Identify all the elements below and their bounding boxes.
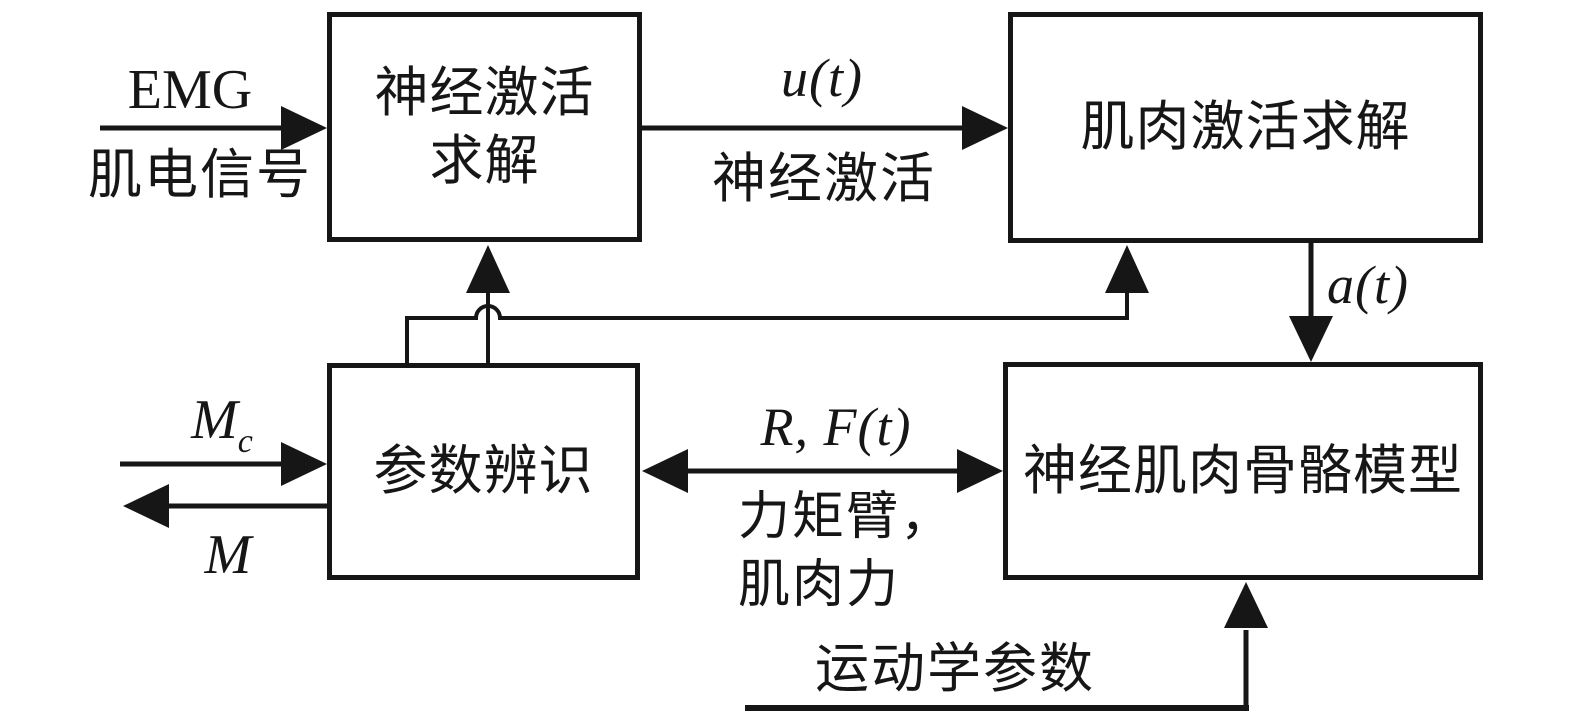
box-neural-activation-solver-label: 神经激活 求解 <box>374 62 595 191</box>
mc-symbol-subscript: c <box>237 423 253 460</box>
mc-symbol-label: Mc <box>191 385 253 464</box>
ut-symbol-label: u(t) <box>781 48 863 108</box>
emg-arrowhead <box>281 106 327 150</box>
at-symbol-label: a(t) <box>1327 255 1409 315</box>
m-symbol-label: M <box>204 524 252 586</box>
box-neuromusculoskeletal-model-label: 神经肌肉骨骼模型 <box>1023 440 1463 501</box>
feedback-muscle-shaft <box>405 291 1129 363</box>
feedback-neural-arrowhead <box>466 245 510 293</box>
rf-right-arrowhead <box>957 449 1003 493</box>
feedback-muscle-arrowhead <box>1105 245 1149 293</box>
mc-symbol-main: M <box>191 389 238 451</box>
rf-caption-label: 力矩臂， 肌肉力 <box>738 489 955 614</box>
emg-caption-label: 肌电信号 <box>88 145 312 205</box>
at-arrowhead <box>1289 316 1333 362</box>
box-neuromusculoskeletal-model: 神经肌肉骨骼模型 <box>1003 362 1483 580</box>
rf-symbol-label: R, F(t) <box>760 397 912 457</box>
mc-arrowhead <box>281 442 327 486</box>
m-arrowhead <box>123 484 169 528</box>
box-parameter-identification-label: 参数辨识 <box>373 441 594 502</box>
kinematics-caption-label: 运动学参数 <box>815 639 1095 699</box>
box-neural-activation-solver: 神经激活 求解 <box>327 12 642 242</box>
rf-left-arrowhead <box>642 449 688 493</box>
box-muscle-activation-solver: 肌肉激活求解 <box>1008 12 1483 243</box>
ut-arrowhead <box>962 106 1008 150</box>
box-muscle-activation-solver-label: 肌肉激活求解 <box>1080 97 1411 158</box>
kinematics-arrowhead <box>1224 582 1268 628</box>
emg-symbol-label: EMG <box>127 59 253 121</box>
box-parameter-identification: 参数辨识 <box>327 363 640 580</box>
ut-caption-label: 神经激活 <box>712 149 936 209</box>
